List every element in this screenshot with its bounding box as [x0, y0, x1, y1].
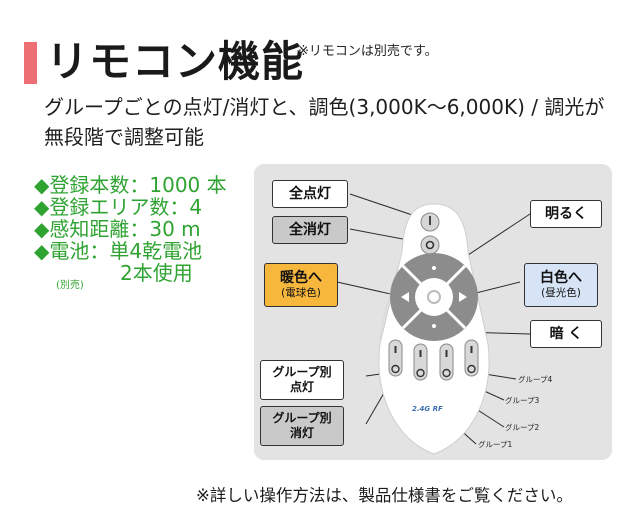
group3-label: グループ3 [505, 395, 540, 405]
footer-note: ※詳しい操作方法は、製品仕様書をご覧ください。 [196, 486, 573, 505]
remote-diagram: 2.4G RF グループ1 グループ2 グループ3 グループ4 [336, 193, 553, 455]
off-icon [425, 240, 435, 250]
subtitle-line-1: グループごとの点灯/消灯と、調色(3,000K〜6,000K) / 調光が [44, 95, 605, 119]
label-white: 白色へ (昼光色) [524, 263, 598, 307]
group2-off-icon [416, 368, 425, 378]
spec-item: ◆感知距離：30 m [34, 217, 201, 241]
spec-item-battery-count: 2本使用 [120, 261, 193, 285]
brighter-dot-icon [432, 266, 436, 270]
group2-on-button[interactable] [413, 343, 428, 381]
label-group-on: グループ別 点灯 [260, 360, 344, 400]
group1-on-icon [394, 346, 397, 353]
all-off-button[interactable] [420, 235, 440, 255]
spec-item: ◆電池：単4乾電池 [34, 239, 203, 263]
center-icon [427, 290, 441, 304]
white-arrow-icon [459, 292, 467, 302]
group3-off-icon [442, 368, 451, 378]
label-all-on: 全点灯 [272, 180, 348, 208]
group3-on-icon [445, 350, 448, 357]
label-darker: 暗 く [530, 320, 602, 348]
warm-arrow-icon [401, 292, 409, 302]
title-accent-bar [24, 42, 37, 84]
label-brighter: 明るく [530, 200, 602, 228]
group4-on-button[interactable] [464, 339, 479, 377]
remote-diagram-panel: 2.4G RF グループ1 グループ2 グループ3 グループ4 全点灯 全消灯 … [254, 164, 612, 460]
darker-dot-icon [432, 324, 436, 328]
group4-off-icon [467, 364, 476, 374]
spec-item: ◆登録エリア数：4 [34, 195, 203, 219]
page-title: リモコン機能 [46, 37, 305, 86]
dpad-center-button[interactable] [415, 278, 453, 316]
rf-logo: 2.4G RF [412, 405, 443, 413]
group-buttons [388, 339, 479, 381]
spec-list: ◆登録本数：1000 本 ◆登録エリア数：4 ◆感知距離：30 m ◆電池：単4… [34, 174, 227, 284]
remote-edge [379, 251, 403, 345]
title-note: ※リモコンは別売です。 [298, 44, 438, 59]
spec-item: ◆登録本数：1000 本 [34, 173, 227, 197]
group1-on-button[interactable] [388, 339, 403, 377]
label-group-off: グループ別 消灯 [260, 406, 344, 446]
group4-on-icon [470, 346, 473, 353]
label-all-off: 全消灯 [272, 216, 348, 244]
group3-on-button[interactable] [439, 343, 454, 381]
group1-label: グループ1 [478, 439, 513, 449]
power-icon [429, 216, 431, 225]
spec-battery-note: (別売) [56, 280, 84, 291]
label-warm: 暖色へ (電球色) [264, 263, 338, 307]
subtitle-line-2: 無段階で調整可能 [44, 125, 204, 149]
subtitle: グループごとの点灯/消灯と、調色(3,000K〜6,000K) / 調光が 無段… [44, 92, 604, 152]
group2-on-icon [419, 350, 422, 357]
group1-off-icon [391, 364, 400, 374]
group2-label: グループ2 [505, 422, 540, 432]
group4-label: グループ4 [518, 374, 553, 384]
